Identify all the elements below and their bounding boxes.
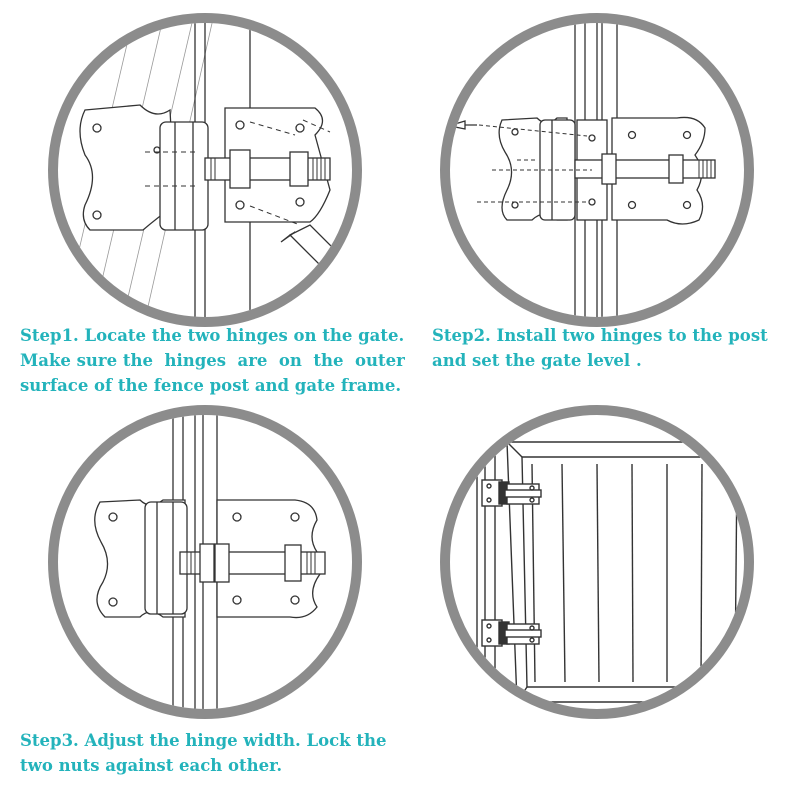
step4-drawing: [440, 405, 754, 719]
step1-caption-line2: Make sure the hinges are on the outer: [20, 351, 405, 370]
step2-caption-line2: and set the gate level .: [432, 351, 642, 370]
step2-caption-line1: Step2. Install two hinges to the post: [432, 326, 768, 345]
threaded-rod: [574, 159, 716, 179]
step1-illustration: [45, 10, 365, 330]
lock-nuts: [199, 543, 302, 583]
step3-caption-line2: two nuts against each other.: [20, 756, 283, 775]
frame-ring: [48, 13, 362, 327]
step3-illustration: [45, 402, 365, 722]
spring-barrel: [159, 121, 209, 231]
step4-illustration: [437, 402, 757, 722]
frame-ring: [48, 405, 362, 719]
step3-drawing: [48, 405, 362, 719]
gate-icon: [506, 441, 744, 703]
step1-caption-line1: Step1. Locate the two hinges on the gate…: [20, 326, 405, 345]
step2-illustration: [437, 10, 757, 330]
step1-caption-line3: surface of the fence post and gate frame…: [20, 376, 402, 395]
step3-caption: Step3. Adjust the hinge width. Lock the …: [20, 728, 386, 778]
left-hinge-plate: [79, 104, 176, 231]
step2-drawing: [440, 13, 754, 327]
step3-caption-line1: Step3. Adjust the hinge width. Lock the: [20, 731, 387, 750]
threaded-rod: [204, 157, 331, 181]
bottom-hinge-icon: [481, 619, 542, 647]
frame-ring: [440, 13, 754, 327]
step2-caption: Step2. Install two hinges to the post an…: [432, 323, 768, 373]
top-hinge-icon: [481, 479, 542, 507]
step1-caption: Step1. Locate the two hinges on the gate…: [20, 323, 405, 398]
step1-drawing: [48, 13, 362, 327]
screw-icon: [454, 120, 477, 130]
frame-ring: [440, 405, 754, 719]
